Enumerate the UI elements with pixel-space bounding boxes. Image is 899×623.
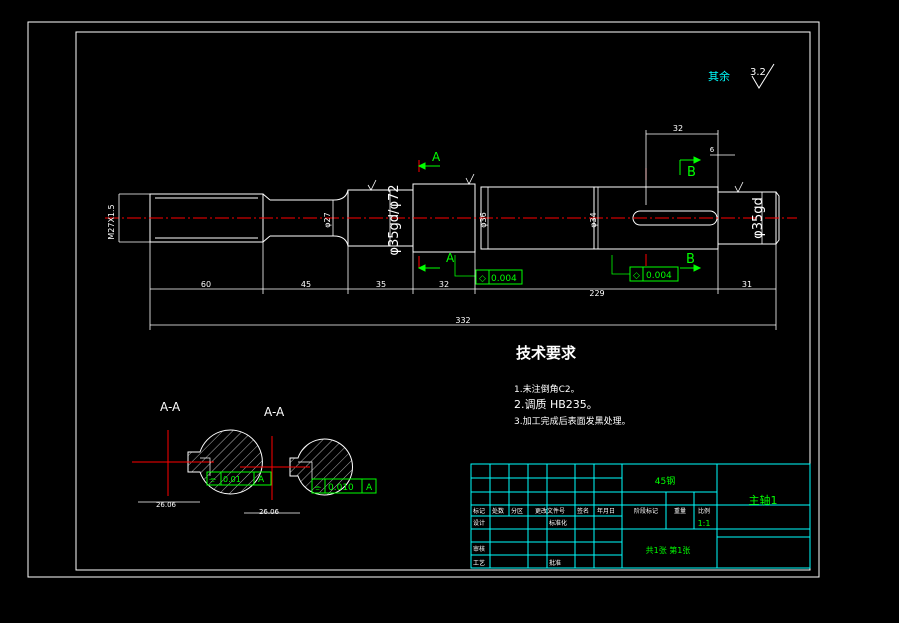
section-right-title: A-A — [264, 405, 285, 419]
dim-phi27: φ27 — [323, 212, 332, 227]
tb-mid-3: 比例 — [698, 507, 710, 515]
tb-header-3: 分区 — [511, 507, 523, 515]
dim-top-32: 32 — [673, 124, 683, 133]
title-block — [470, 463, 811, 569]
tech-req-item-3: 3.加工完成后表面发黑处理。 — [514, 415, 631, 427]
roughness-value: 3.2 — [750, 67, 766, 78]
dim-phi35gd: φ35gd — [751, 197, 766, 239]
length-dim-lines — [149, 130, 777, 330]
tb-mid-2: 重量 — [674, 507, 686, 515]
section-left-width: 26.06 — [156, 501, 177, 509]
roughness-symbol: 3.2 — [750, 63, 775, 89]
title-scale: 1:1 — [698, 519, 711, 528]
surface-note-label: 其余 — [708, 69, 730, 83]
dim-32: 32 — [439, 280, 449, 289]
tb-header-4: 更改文件号 — [535, 507, 565, 515]
dim-60: 60 — [201, 280, 211, 289]
dim-6: 6 — [710, 146, 715, 154]
section-right-datum: A — [366, 483, 373, 493]
roughness-marks — [367, 173, 744, 193]
inner-frame — [75, 31, 811, 571]
tech-req-item-1: 1.未注倒角C2。 — [514, 383, 580, 395]
dim-229: 229 — [589, 289, 604, 298]
tb-row-3: 审核 — [473, 545, 485, 553]
section-view-left: A-A 26.06 ⌯ 0.01 A — [132, 400, 272, 509]
tolerance-right-value: 0.004 — [646, 271, 672, 281]
section-right-tol: 0.010 — [328, 483, 354, 493]
dim-45: 45 — [301, 280, 311, 289]
tb-row-5: 批准 — [549, 559, 561, 567]
svg-text:⌯: ⌯ — [314, 483, 322, 493]
section-arrows — [417, 156, 702, 272]
tolerance-frame-right: ◇ 0.004 — [611, 255, 679, 282]
dim-phi36: φ36 — [479, 212, 488, 227]
outer-frame — [27, 21, 820, 578]
section-left-datum: A — [258, 475, 265, 485]
section-mark-b-top: B — [687, 165, 696, 180]
dim-phi35gd-phi72: φ35gd/φ72 — [387, 184, 402, 255]
section-mark-a-top: A — [432, 150, 441, 164]
title-sheet: 共1张 第1张 — [646, 545, 691, 555]
svg-text:⌯: ⌯ — [209, 475, 217, 485]
section-mark-a-bottom: A — [446, 251, 455, 265]
dim-35: 35 — [376, 280, 386, 289]
tb-header-6: 年月日 — [597, 507, 615, 515]
tolerance-frame-left: ◇ 0.004 — [454, 255, 523, 285]
section-right-width: 26.06 — [259, 508, 280, 516]
tolerance-left-value: 0.004 — [491, 274, 517, 284]
dim-31: 31 — [742, 280, 752, 289]
tech-req-item-2: 2.调质 HB235。 — [514, 398, 598, 411]
tb-header-1: 标记 — [473, 507, 485, 515]
dim-m27x15: M27X1.5 — [107, 204, 116, 239]
title-material: 45钢 — [655, 475, 675, 487]
tech-req-title: 技术要求 — [516, 344, 577, 362]
section-view-right: A-A 26.06 ⌯ 0.010 A — [240, 405, 377, 516]
tb-row-4: 工艺 — [473, 559, 485, 567]
diameter-dim-lines — [118, 187, 763, 249]
tb-mid-1: 阶段标记 — [634, 507, 658, 515]
section-left-tol: 0.01 — [223, 475, 241, 484]
dim-phi34: φ34 — [589, 212, 598, 227]
tb-header-2: 处数 — [492, 507, 504, 515]
tb-row-2: 标准化 — [549, 519, 567, 527]
title-part-name: 主轴1 — [749, 493, 778, 507]
section-left-title: A-A — [160, 400, 181, 414]
tb-row-1: 设计 — [473, 519, 485, 527]
title-block-headers: 标记 处数 分区 更改文件号 签名 年月日 阶段标记 重量 比例 设计 标准化 … — [473, 507, 710, 567]
dim-332: 332 — [455, 316, 470, 325]
svg-text:◇: ◇ — [479, 274, 486, 284]
tb-header-5: 签名 — [577, 507, 589, 515]
svg-text:◇: ◇ — [633, 271, 640, 281]
section-mark-b-bottom: B — [686, 252, 695, 267]
